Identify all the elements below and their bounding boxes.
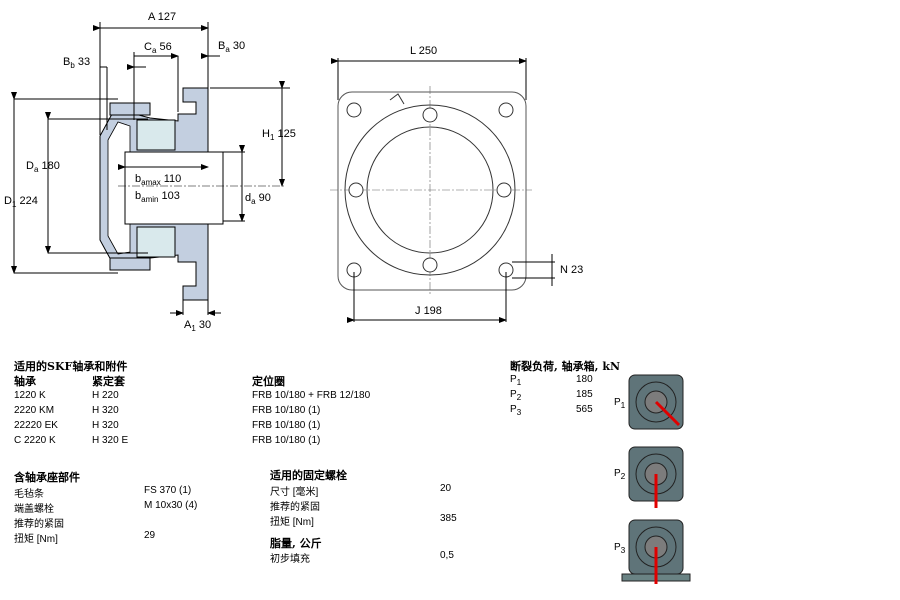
bearing-roller-bottom xyxy=(136,226,176,258)
bearings-header-bearing: 轴承 xyxy=(14,375,36,388)
label-cell: 毛毡条 xyxy=(14,489,44,500)
label-cell: 扭矩 [Nm] xyxy=(14,534,58,545)
table-row: 初步填充 0,5 xyxy=(270,550,500,565)
value-cell: 20 xyxy=(440,483,452,494)
bearing-cell: 2220 KM xyxy=(14,405,55,416)
label-cell: 端盖螺栓 xyxy=(14,504,54,515)
dim-bamin: bamin 103 xyxy=(135,190,180,205)
table-row: 尺寸 [毫米] 20 xyxy=(270,483,500,498)
shaft xyxy=(124,151,224,225)
table-row: 端盖螺栓 M 10x30 (4) xyxy=(14,500,244,515)
side-view xyxy=(11,22,290,316)
label-cell: 推荐的紧固 xyxy=(14,519,64,530)
fixing-bolts-title: 适用的固定螺栓 xyxy=(270,469,347,482)
load-label-p2: P2 xyxy=(614,468,626,481)
dim-Da: Da 180 xyxy=(26,160,60,175)
dim-Ba: Ba 30 xyxy=(218,40,246,55)
bearing-cell: 1220 K xyxy=(14,390,46,401)
table-row: P3 565 xyxy=(510,404,593,417)
dim-D1: D1 224 xyxy=(4,195,38,210)
table-row: 推荐的紧固 xyxy=(14,515,244,530)
load-arrow-p1 xyxy=(654,400,681,427)
dim-L: L 250 xyxy=(410,45,438,57)
ring-cell: FRB 10/180 (1) xyxy=(252,420,321,431)
bearing-roller-top xyxy=(136,119,176,151)
value-cell: 180 xyxy=(576,374,593,385)
load-icon-p1 xyxy=(628,374,684,430)
table-row: P1 180 xyxy=(510,374,593,387)
ring-cell: FRB 10/180 (1) xyxy=(252,435,321,446)
value-cell: 29 xyxy=(144,530,156,541)
housing-parts-title: 含轴承座部件 xyxy=(14,471,80,484)
bearings-title: 适用的SKF轴承和附件 xyxy=(14,360,128,373)
dim-Bb: Bb 33 xyxy=(63,56,91,71)
label-cell: 尺寸 [毫米] xyxy=(270,487,319,498)
label-cell: 初步填充 xyxy=(270,554,310,565)
bearing-cell: 22220 EK xyxy=(14,420,58,431)
dim-bamax: bamax 110 xyxy=(135,173,182,188)
label-cell: 扭矩 [Nm] xyxy=(270,517,314,528)
bolt-bottom xyxy=(109,257,151,271)
value-cell: 565 xyxy=(576,404,593,415)
label-cell: 推荐的紧固 xyxy=(270,502,320,513)
value-cell: 0,5 xyxy=(440,550,454,561)
bearings-header-sleeve: 紧定套 xyxy=(92,375,125,388)
table-row: 推荐的紧固 xyxy=(270,498,500,513)
sleeve-cell: H 220 xyxy=(92,390,119,401)
load-icon-p2 xyxy=(628,446,684,508)
sleeve-cell: H 320 xyxy=(92,405,119,416)
value-cell: 185 xyxy=(576,389,593,400)
dim-H1: H1 125 xyxy=(262,128,296,143)
bolt-top xyxy=(109,102,151,116)
table-row: 扭矩 [Nm] 29 xyxy=(14,530,244,545)
dim-A: A 127 xyxy=(148,11,177,23)
ring-cell: FRB 10/180 (1) xyxy=(252,405,321,416)
table-row: 扭矩 [Nm] 385 xyxy=(270,513,500,528)
dim-da: da 90 xyxy=(245,192,271,207)
sleeve-cell: H 320 E xyxy=(92,435,129,446)
dim-J: J 198 xyxy=(415,305,442,317)
value-cell: FS 370 (1) xyxy=(144,485,192,496)
table-row: 毛毡条 FS 370 (1) xyxy=(14,485,244,500)
grease-nipple xyxy=(389,93,405,105)
dim-A1: A1 30 xyxy=(184,319,212,334)
value-cell: 385 xyxy=(440,513,457,524)
load-label-p1: P1 xyxy=(614,397,626,410)
bearing-cell: C 2220 K xyxy=(14,435,56,446)
front-view xyxy=(330,58,555,323)
dim-N: N 23 xyxy=(560,264,584,276)
dim-Ca: Ca 56 xyxy=(144,41,172,56)
load-icon-p3 xyxy=(621,519,691,584)
load-label-p3: P3 xyxy=(614,542,626,555)
table-row: P2 185 xyxy=(510,389,593,402)
ring-cell: FRB 10/180 + FRB 12/180 xyxy=(252,390,371,401)
grease-title: 脂量, 公斤 xyxy=(270,537,322,550)
value-cell: M 10x30 (4) xyxy=(144,500,198,511)
sleeve-cell: H 320 xyxy=(92,420,119,431)
breaking-load-title: 断裂负荷, 轴承箱, kN xyxy=(510,360,620,373)
bearings-header-ring: 定位圈 xyxy=(252,375,285,388)
